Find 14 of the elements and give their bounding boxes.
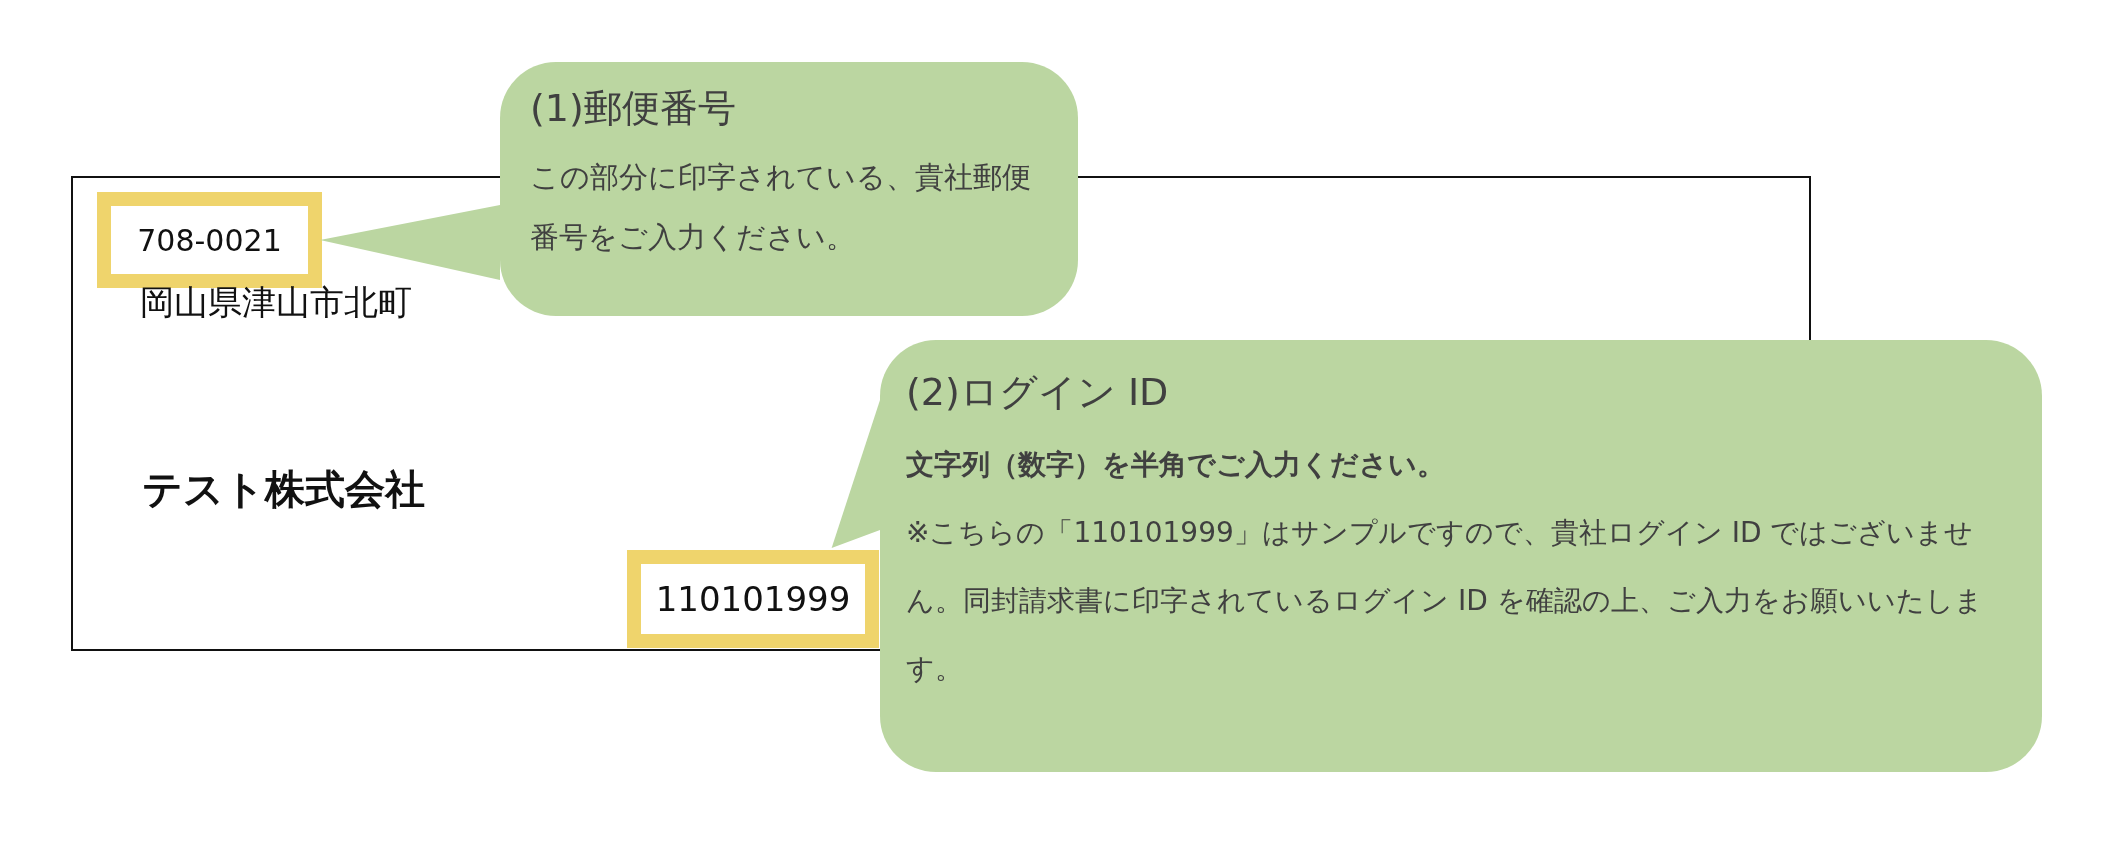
address-text: 岡山県津山市北町	[140, 281, 412, 324]
callout-text: この部分に印字されている、貴社郵便番号をご入力ください。	[530, 159, 1032, 257]
callout-tooltip	[500, 62, 1078, 316]
callout-heading: (2)ログイン ID	[906, 369, 1170, 416]
highlighted-field	[627, 550, 879, 648]
callout-heading: (1)郵便番号	[530, 85, 737, 132]
callout-tooltip	[880, 340, 2042, 772]
field-value: 708-0021	[137, 222, 282, 258]
callout-text: 文字列（数字）を半角でご入力ください。	[906, 447, 1446, 484]
callout-text: ※こちらの「110101999」はサンプルですので、貴社ログイン ID ではございません。同封請求書に印字されているログイン ID を確認の上、ご入力をお願いいたします。	[906, 515, 1984, 688]
callout-pointer	[320, 205, 500, 280]
callout-pointer	[831, 400, 880, 548]
field-value: 110101999	[655, 579, 851, 619]
company-name: テスト株式会社	[142, 465, 425, 514]
